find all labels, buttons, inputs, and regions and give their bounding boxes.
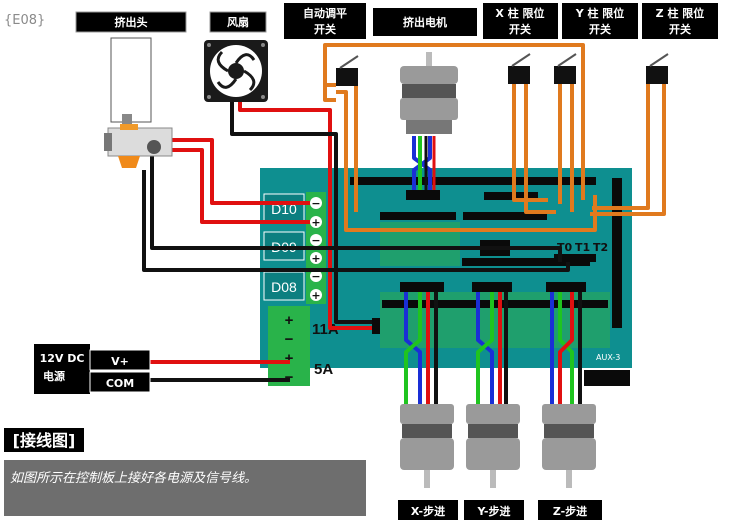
extruder-motor-icon (400, 52, 458, 134)
d10-plus: + (311, 216, 320, 229)
x-stepper-label: X-步进 (411, 504, 445, 518)
power-spec-label: 12V DC (40, 352, 85, 365)
x-limit-switch-icon (508, 53, 531, 84)
d9-plus: + (311, 252, 320, 265)
y-limit-label-box: Y 柱 限位 开关 (562, 3, 638, 39)
auto-level-label-line2: 开关 (314, 22, 336, 36)
d9-minus: − (311, 234, 320, 247)
z-limit-label-line1: Z 柱 限位 (656, 6, 705, 20)
power-terminal-minus-top: − (285, 331, 294, 348)
fan-label: 风扇 (227, 15, 249, 29)
z-stepper-label: Z-步进 (553, 504, 587, 518)
description-text: 如图所示在控制板上接好各电源及信号线。 (10, 470, 257, 486)
t2-label: T2 (593, 241, 608, 254)
extruder-icon (104, 37, 173, 168)
fan-icon (204, 40, 268, 102)
y-stepper-icon (466, 404, 520, 488)
extruder-motor-label: 挤出电机 (403, 15, 447, 29)
wires (142, 43, 666, 410)
x-stepper-icon (400, 404, 454, 488)
y-limit-label-line2: 开关 (589, 22, 611, 36)
x-limit-label-line2: 开关 (509, 22, 531, 36)
power-com-label: COM (106, 377, 134, 390)
aux-label: AUX-3 (596, 353, 620, 362)
extruder-motor-label-box: 挤出电机 (373, 8, 477, 36)
z-limit-label-line2: 开关 (669, 22, 691, 36)
fan-label-box: 风扇 (209, 11, 267, 33)
auto-level-label-line1: 自动调平 (303, 6, 347, 20)
power-supply: 12V DC 电源 V+ COM (34, 344, 151, 394)
z-stepper-icon (542, 404, 596, 488)
stepper-labels: X-步进 Y-步进 Z-步进 (398, 500, 602, 520)
auto-level-switch-icon (336, 55, 359, 86)
extruder-label-box: 挤出头 (75, 11, 187, 33)
section-title: [接线图] (13, 431, 76, 450)
x-limit-label-line1: X 柱 限位 (495, 6, 544, 20)
x-limit-label-box: X 柱 限位 开关 (483, 3, 558, 39)
terminal-11a-label: 11A (312, 321, 339, 338)
auto-level-label-box: 自动调平 开关 (284, 3, 366, 39)
y-limit-switch-icon (554, 53, 577, 84)
z-limit-label-box: Z 柱 限位 开关 (642, 3, 718, 39)
board-connectors (372, 190, 586, 334)
extruder-label: 挤出头 (115, 15, 148, 29)
diagram-code: {E08} (4, 13, 45, 28)
caption: [接线图] 如图所示在控制板上接好各电源及信号线。 (4, 428, 366, 516)
t1-label: T1 (575, 241, 590, 254)
control-board: D10 D09 D08 − + − + − + + − + − 11A 5A T… (260, 168, 632, 386)
d8-plus: + (311, 289, 320, 302)
power-terminal-plus-top: + (285, 312, 294, 329)
power-v-plus-label: V+ (111, 355, 129, 368)
y-limit-label-line1: Y 柱 限位 (575, 6, 625, 20)
power-terminal-plus-bottom: + (285, 350, 294, 367)
terminal-5a-label: 5A (314, 361, 333, 378)
z-limit-switch-icon (646, 53, 669, 84)
power-terminal-minus-bottom: − (285, 369, 294, 386)
d8-minus: − (311, 270, 320, 283)
y-stepper-label: Y-步进 (477, 504, 511, 518)
power-name-label: 电源 (43, 369, 65, 383)
d10-minus: − (311, 197, 320, 210)
d8-label: D08 (271, 279, 297, 295)
